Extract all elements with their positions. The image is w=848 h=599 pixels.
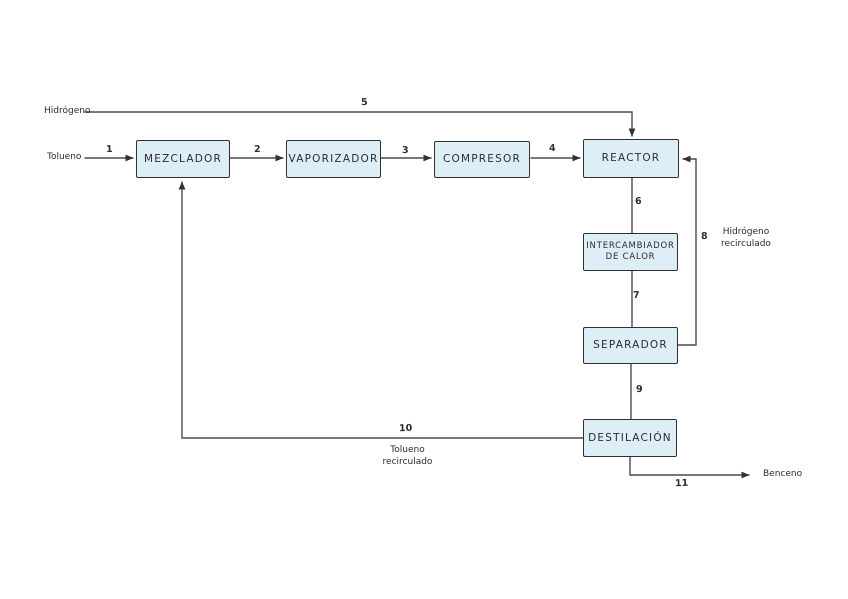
block-separador: SEPARADOR — [583, 327, 678, 364]
stream-number-5: 5 — [360, 96, 368, 109]
block-intercambiador: INTERCAMBIADOR DE CALOR — [583, 233, 678, 271]
stream-number-11: 11 — [674, 477, 689, 490]
stream-line-5 — [84, 111, 636, 137]
output-label-benceno: Benceno — [763, 469, 803, 479]
stream-number-7: 7 — [632, 289, 640, 302]
stream-number-8: 8 — [700, 230, 708, 243]
stream-number-2: 2 — [253, 143, 261, 156]
stream-line-10 — [178, 181, 584, 439]
block-mezclador: MEZCLADOR — [136, 140, 230, 178]
stream-number-9: 9 — [635, 383, 643, 396]
stream-number-10: 10 — [398, 422, 413, 435]
input-label-tolueno: Tolueno — [47, 152, 82, 162]
annotation-hidrogeno-recirculado: Hidrógeno recirculado — [721, 227, 771, 249]
stream-line-8 — [677, 155, 697, 346]
block-vaporizador: VAPORIZADOR — [286, 140, 381, 178]
stream-number-1: 1 — [105, 143, 113, 156]
stream-number-6: 6 — [634, 195, 642, 208]
stream-line-11 — [629, 456, 750, 479]
block-destilacion: DESTILACIÓN — [583, 419, 677, 457]
block-compresor: COMPRESOR — [434, 141, 530, 178]
stream-number-3: 3 — [401, 144, 409, 157]
stream-number-4: 4 — [548, 142, 556, 155]
block-reactor: REACTOR — [583, 139, 679, 178]
annotation-tolueno-recirculado: Tolueno recirculado — [382, 445, 433, 467]
input-label-hidrogeno: Hidrógeno — [44, 106, 91, 116]
